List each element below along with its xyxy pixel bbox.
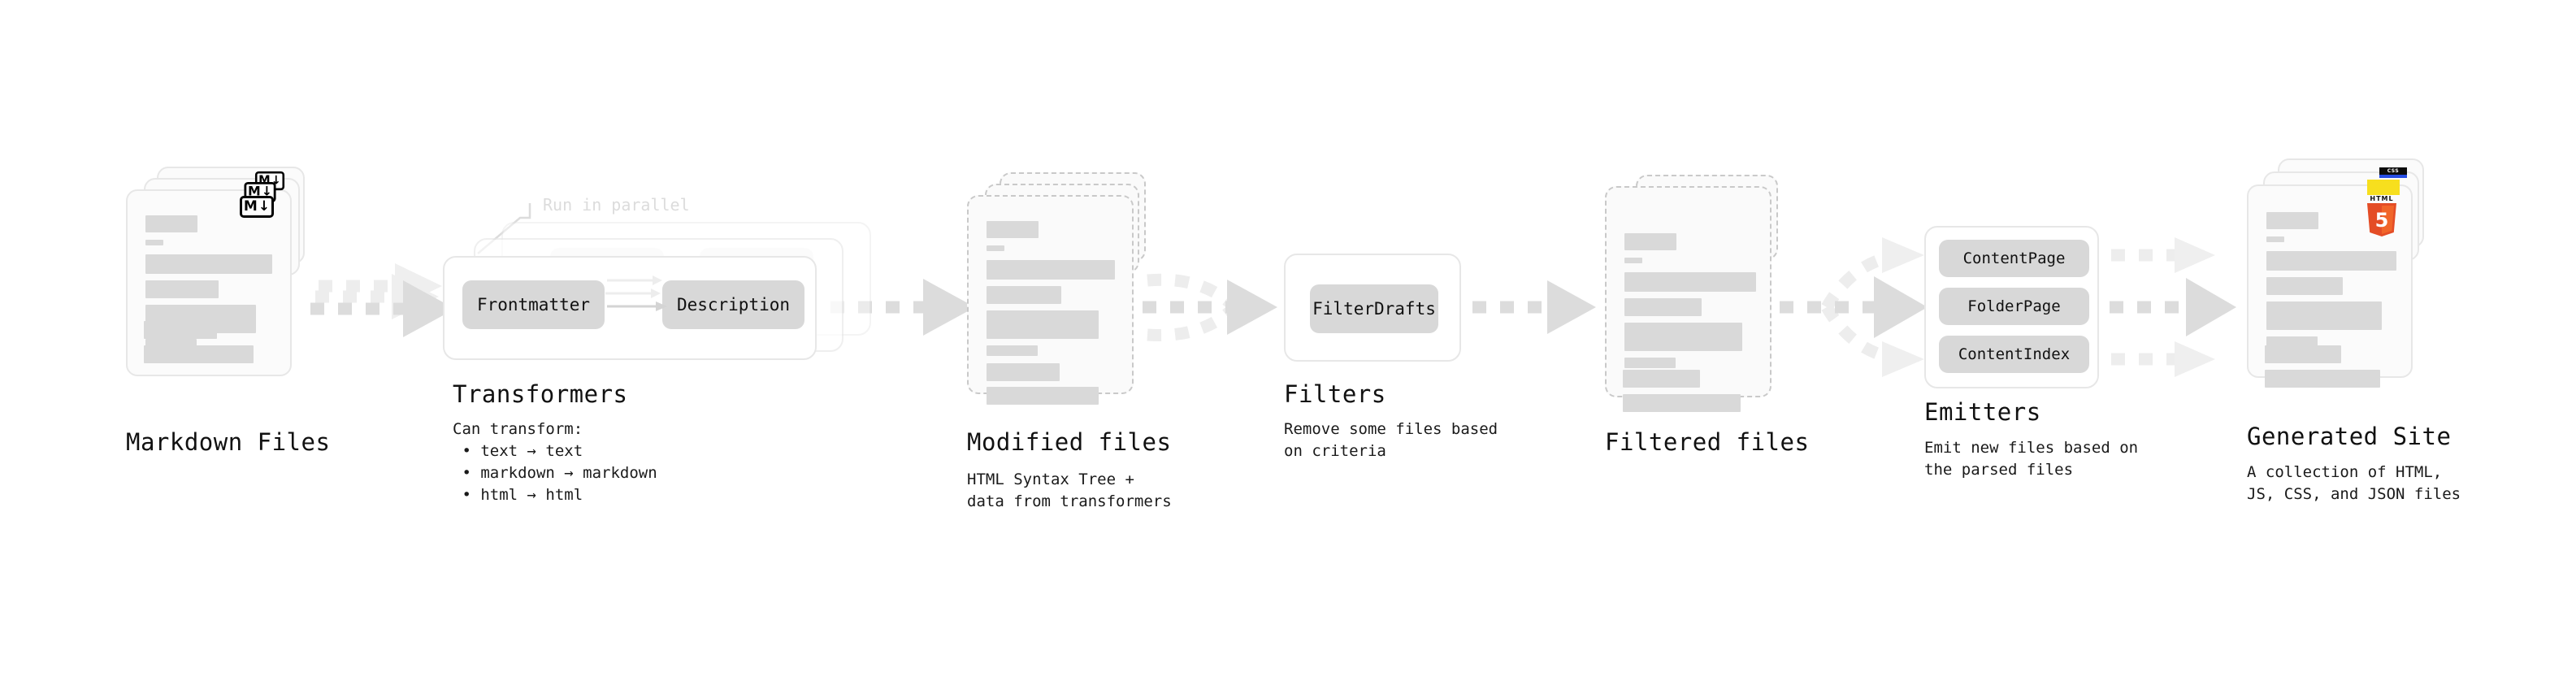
skeleton-bar xyxy=(2266,236,2284,242)
emitter-pill-contentindex[interactable]: ContentIndex xyxy=(1939,336,2089,373)
skeleton-bar xyxy=(145,254,272,274)
js-icon xyxy=(2367,180,2400,195)
skeleton-bar xyxy=(2266,212,2318,229)
skeleton-bar xyxy=(1624,323,1742,351)
skeleton-bar xyxy=(145,240,163,245)
filter-pill-filterdrafts[interactable]: FilterDrafts xyxy=(1310,284,1438,333)
stage-label-filtered-files: Filtered files xyxy=(1605,428,1810,456)
skeleton-bar xyxy=(987,260,1115,280)
stage-label-modified-files: Modified files xyxy=(967,428,1172,456)
arrow-modified-to-filters xyxy=(1143,273,1277,342)
svg-text:5: 5 xyxy=(2375,209,2389,232)
skeleton-bar xyxy=(987,363,1060,381)
filters-box: FilterDrafts xyxy=(1284,254,1461,362)
skeleton-bar xyxy=(144,321,217,339)
skeleton-bar xyxy=(2266,251,2396,271)
markdown-card-front xyxy=(126,189,292,376)
skeleton-bar xyxy=(2266,336,2318,347)
transformer-box-front: Frontmatter Description xyxy=(443,256,817,360)
skeleton-bar xyxy=(987,221,1039,238)
skeleton-bar xyxy=(145,215,197,232)
skeleton-bar xyxy=(2265,345,2341,363)
markdown-icon: M↓ xyxy=(240,196,274,218)
transformer-pill-frontmatter[interactable]: Frontmatter xyxy=(462,280,605,329)
arrow-markdown-to-transformers xyxy=(310,263,455,337)
skeleton-bar xyxy=(987,387,1099,405)
stage-desc-generated-site: A collection of HTML, JS, CSS, and JSON … xyxy=(2247,463,2461,503)
transformer-inner-arrows xyxy=(605,275,667,311)
stage-label-markdown-files: Markdown Files xyxy=(126,428,331,456)
stage-label-emitters: Emitters xyxy=(1924,398,2041,426)
skeleton-bar xyxy=(987,245,1004,251)
skeleton-bar xyxy=(2266,301,2382,330)
arrow-filtered-to-emitters xyxy=(1780,237,1928,377)
stage-desc-filters: Remove some files based on criteria xyxy=(1284,420,1498,460)
modified-card-front xyxy=(967,195,1134,405)
skeleton-bar xyxy=(987,345,1038,356)
skeleton-bar xyxy=(987,286,1061,304)
transformer-pill-description[interactable]: Description xyxy=(662,280,804,329)
stage-label-filters: Filters xyxy=(1284,380,1386,408)
skeleton-bar xyxy=(1624,272,1756,292)
html5-icon: HTML 5 xyxy=(2364,195,2400,237)
skeleton-bar xyxy=(1623,370,1700,388)
stage-desc-emitters: Emit new files based on the parsed files xyxy=(1924,439,2139,479)
skeleton-bar xyxy=(144,345,254,363)
css-icon: CSS xyxy=(2379,167,2407,178)
skeleton-bar xyxy=(1624,233,1676,250)
run-in-parallel-label: Run in parallel xyxy=(543,195,690,215)
stage-label-generated-site: Generated Site xyxy=(2247,423,2452,450)
skeleton-bar xyxy=(1624,358,1676,368)
stage-desc-modified-files: HTML Syntax Tree + data from transformer… xyxy=(967,471,1172,510)
emitters-box: ContentPage FolderPage ContentIndex xyxy=(1924,226,2099,388)
skeleton-bar xyxy=(1623,394,1741,412)
skeleton-bar xyxy=(145,280,219,298)
skeleton-bar xyxy=(1624,258,1642,263)
emitter-pill-contentpage[interactable]: ContentPage xyxy=(1939,240,2089,277)
arrow-emitters-to-site xyxy=(2110,237,2236,377)
arrow-filters-to-filtered xyxy=(1472,280,1596,334)
skeleton-bar xyxy=(987,310,1099,339)
skeleton-bar xyxy=(2266,277,2343,295)
filtered-card-front xyxy=(1605,186,1772,397)
skeleton-bar xyxy=(2265,370,2380,388)
stage-label-transformers: Transformers xyxy=(453,380,628,408)
emitter-pill-folderpage[interactable]: FolderPage xyxy=(1939,288,2089,325)
stage-desc-transformers: Can transform: • text → text • markdown … xyxy=(453,420,657,504)
skeleton-bar xyxy=(1624,298,1702,316)
html5-shield-icon: 5 xyxy=(2367,203,2396,236)
